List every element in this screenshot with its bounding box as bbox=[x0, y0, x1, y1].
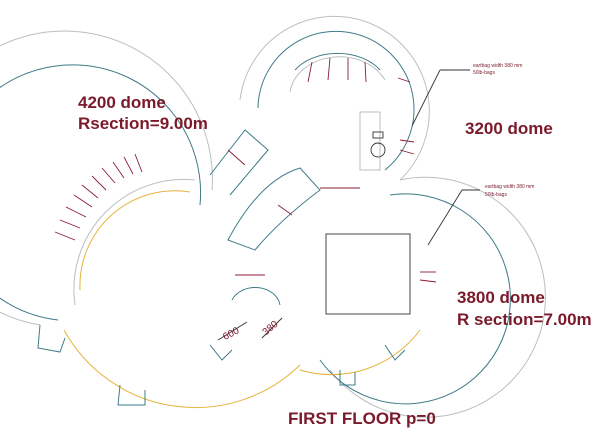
note-top-line2: 50lb-bags bbox=[473, 70, 495, 76]
dome-medium-title: 3800 dome bbox=[457, 288, 545, 307]
large-dome-earthbags bbox=[54, 153, 143, 241]
dome-large-title: 4200 dome bbox=[78, 93, 166, 112]
dimension-marks: 600 380 bbox=[217, 317, 283, 343]
dome-medium-section: R section=7.00m bbox=[457, 310, 592, 329]
note-top-line1: eartbag width 380 mm bbox=[473, 63, 522, 69]
large-dome bbox=[0, 30, 301, 409]
small-dome-earthbags bbox=[307, 57, 415, 155]
interior-walls bbox=[209, 129, 360, 306]
note-mid-line1: eartbag width 380 mm bbox=[485, 184, 534, 190]
medium-dome-earthbags bbox=[419, 271, 437, 283]
dim-380-label: 380 bbox=[261, 319, 281, 338]
medium-dome bbox=[299, 176, 546, 418]
small-dome bbox=[239, 15, 430, 181]
note-leaders bbox=[411, 69, 480, 246]
dim-600-label: 600 bbox=[221, 325, 241, 343]
note-mid-line2: 50lb-bags bbox=[485, 192, 507, 198]
floor-title: FIRST FLOOR p=0 bbox=[288, 409, 436, 428]
central-block bbox=[325, 233, 411, 315]
dome-small-title: 3200 dome bbox=[465, 119, 553, 138]
toilet-icon bbox=[370, 131, 386, 158]
large-dome-buttresses bbox=[37, 324, 233, 406]
dome-large-section: Rsection=9.00m bbox=[78, 114, 208, 133]
medium-dome-buttresses bbox=[339, 344, 406, 386]
